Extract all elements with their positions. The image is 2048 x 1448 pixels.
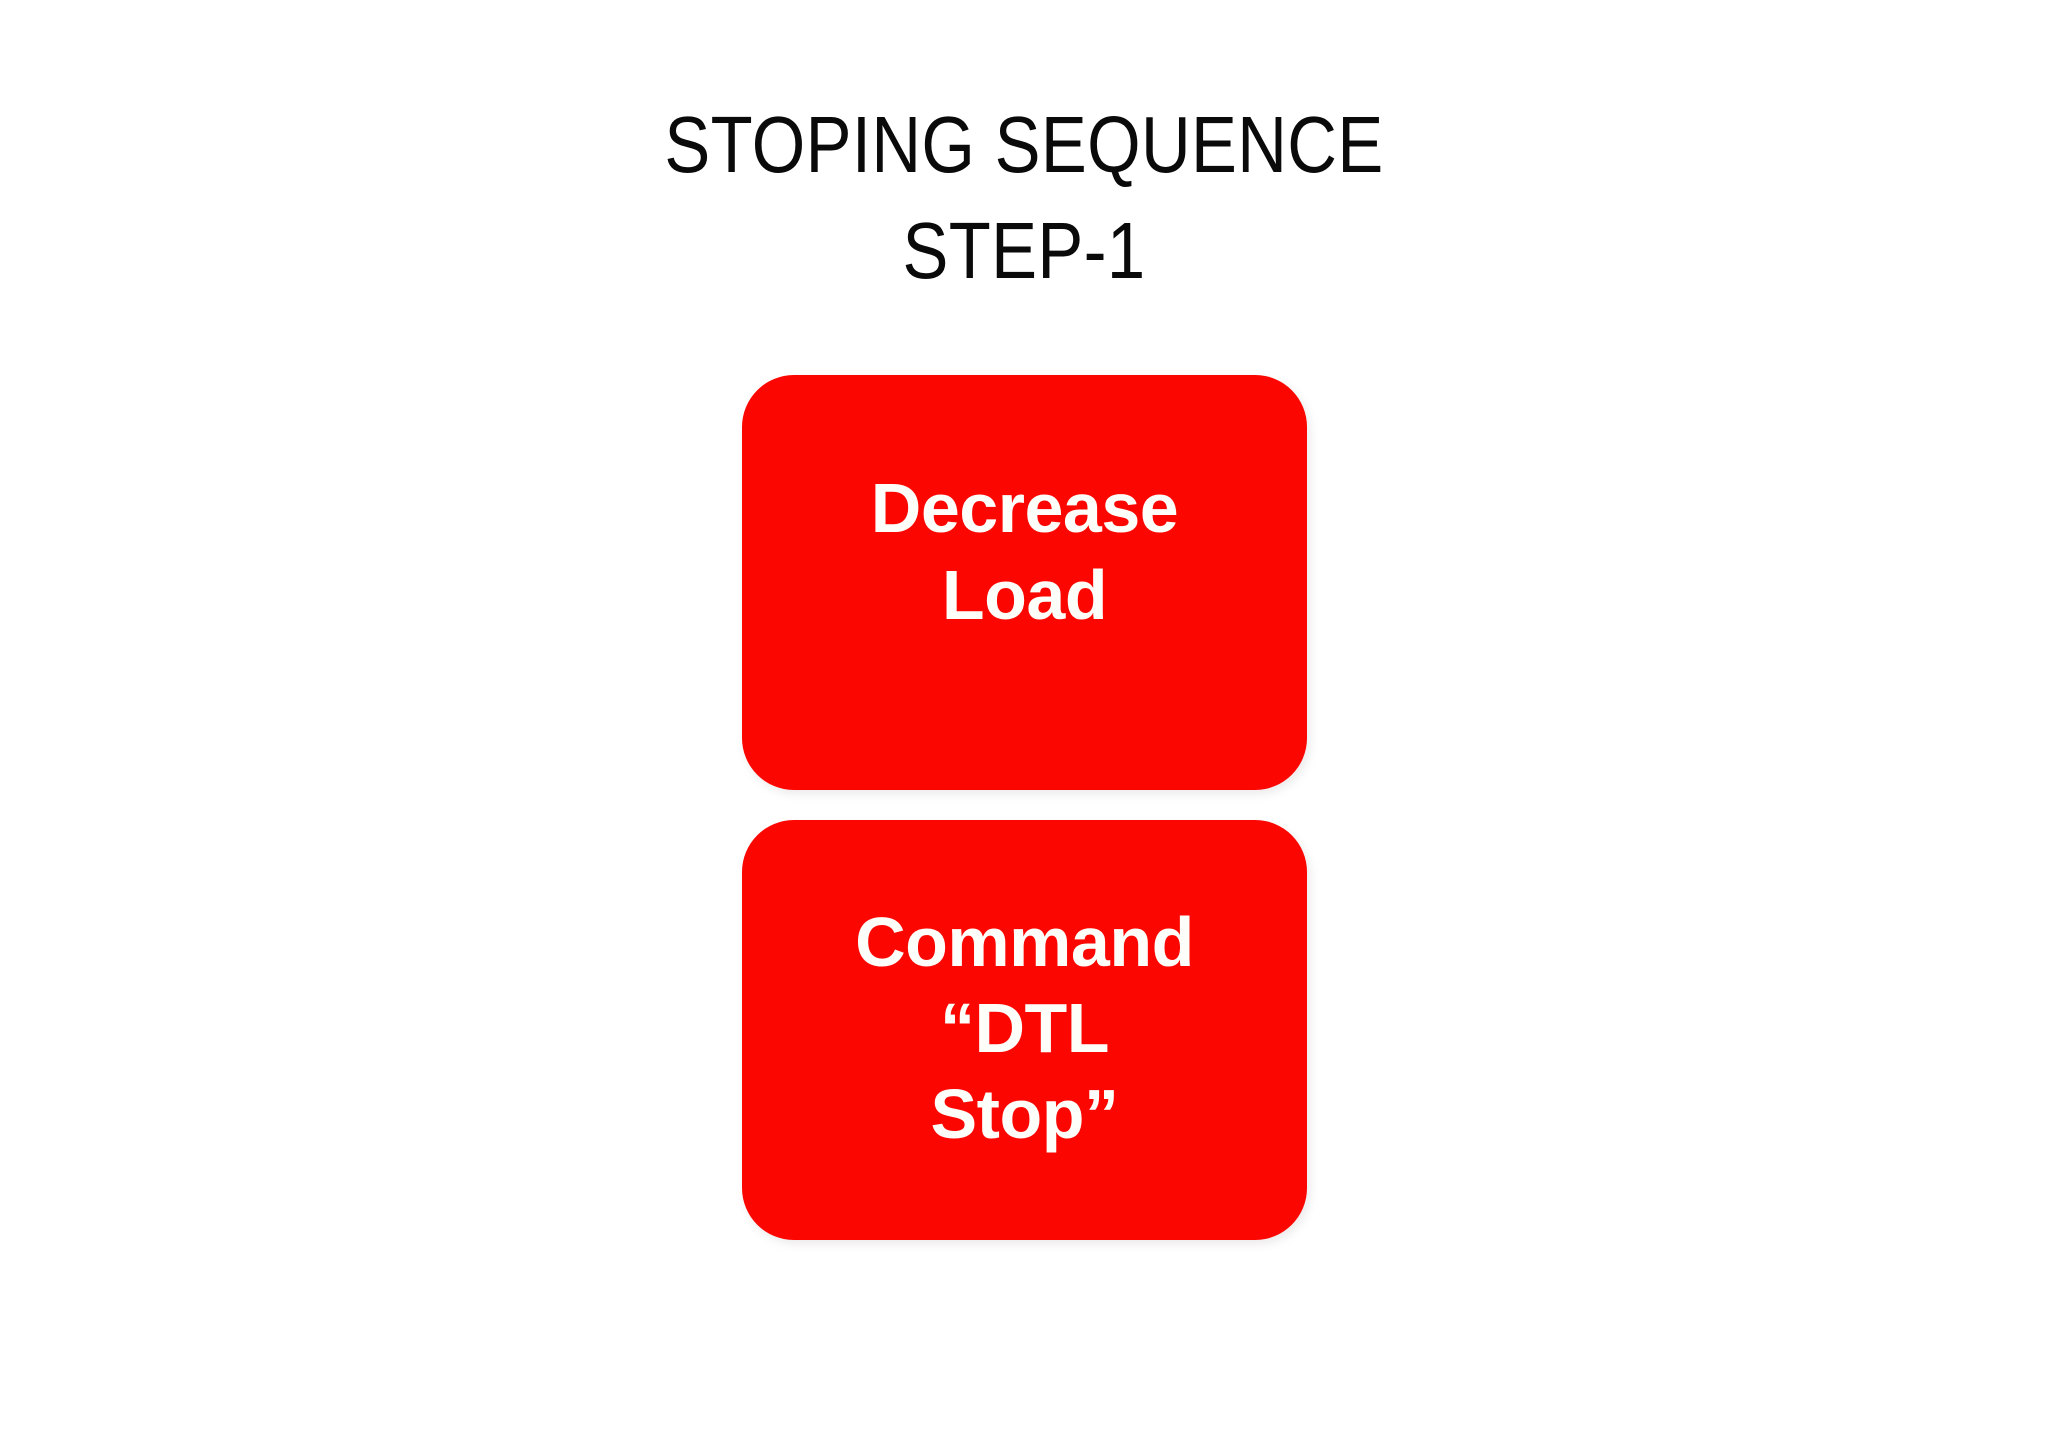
title-line-2: STEP-1 xyxy=(902,205,1146,295)
process-box-command-dtl-stop-line-1: Command xyxy=(855,902,1194,981)
process-box-command-dtl-stop-line-3: Stop” xyxy=(930,1075,1119,1154)
process-box-decrease-load[interactable]: Decrease Load xyxy=(742,375,1307,790)
process-box-command-dtl-stop[interactable]: Command “DTL Stop” xyxy=(742,820,1307,1240)
process-box-decrease-load-line-2: Load xyxy=(941,555,1108,634)
process-box-decrease-load-line-1: Decrease xyxy=(870,469,1179,548)
process-box-command-dtl-stop-line-2: “DTL xyxy=(939,988,1110,1067)
page-title: STOPING SEQUENCE STEP-1 xyxy=(0,104,2048,291)
title-line-1: STOPING SEQUENCE xyxy=(664,100,1384,189)
